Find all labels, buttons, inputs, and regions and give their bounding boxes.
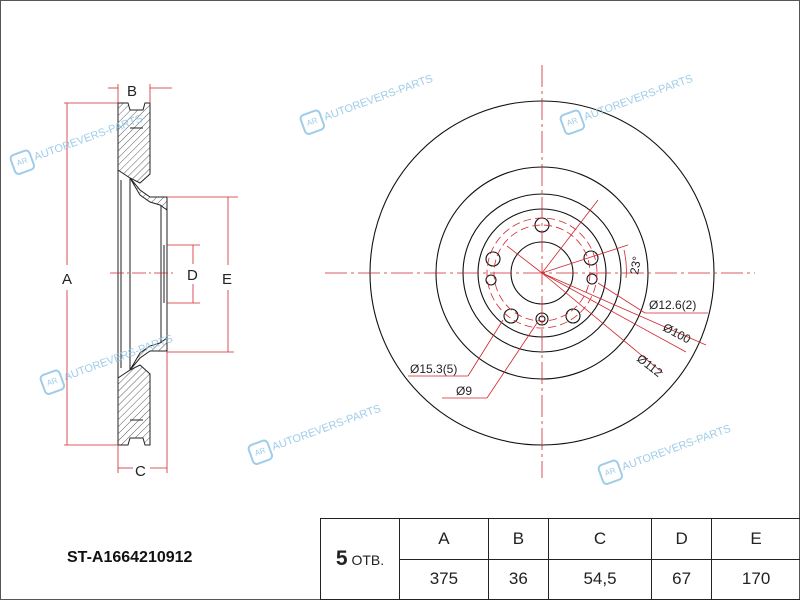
dimension-label-c: C — [135, 463, 146, 480]
annotation-angle: 23° — [627, 255, 644, 275]
value-b: 36 — [487, 558, 549, 600]
value-c: 54,5 — [547, 558, 653, 600]
holes-unit: ОТВ. — [351, 552, 385, 568]
value-d: 67 — [650, 558, 713, 600]
spec-table: 5 ОТВ. A B C D E 375 36 54,5 67 170 — [320, 518, 800, 600]
annotation-pcd-outer: Ø112 — [634, 351, 665, 380]
holes-count-cell: 5 ОТВ. — [320, 518, 400, 600]
header-c: C — [547, 518, 653, 560]
dimension-label-d: D — [187, 267, 198, 284]
annotation-small-hole: Ø9 — [456, 384, 472, 398]
bolt-hole — [583, 250, 599, 266]
table-header-row: 5 ОТВ. A B C D E — [320, 518, 800, 600]
annotation-aux-hole: Ø12.6(2) — [649, 298, 696, 312]
annotation-bolt-hole: Ø15.3(5) — [410, 362, 457, 376]
side-view — [117, 102, 168, 446]
table-value-row: 375 36 54,5 67 170 — [321, 558, 800, 600]
front-view-dimensions — [325, 65, 755, 478]
dimension-label-e: E — [222, 271, 232, 288]
dimension-label-a: A — [62, 271, 72, 288]
part-number: ST-A1664210912 — [67, 549, 193, 566]
value-a: 375 — [399, 558, 489, 600]
header-b: B — [487, 518, 549, 560]
friction-ring-bottom — [117, 364, 151, 446]
side-view-dimensions — [64, 84, 238, 473]
value-e: 170 — [711, 558, 800, 600]
aux-hole — [586, 273, 598, 285]
aux-hole — [485, 274, 497, 286]
header-a: A — [399, 518, 489, 560]
holes-count: 5 — [335, 547, 348, 570]
header-d: D — [650, 518, 713, 560]
bolt-hole — [503, 308, 519, 324]
dimension-label-b: B — [127, 83, 137, 100]
annotation-pcd-inner: Ø100 — [661, 320, 694, 346]
bolt-hole — [485, 251, 501, 267]
header-e: E — [711, 518, 800, 560]
bolt-hole — [565, 308, 581, 324]
